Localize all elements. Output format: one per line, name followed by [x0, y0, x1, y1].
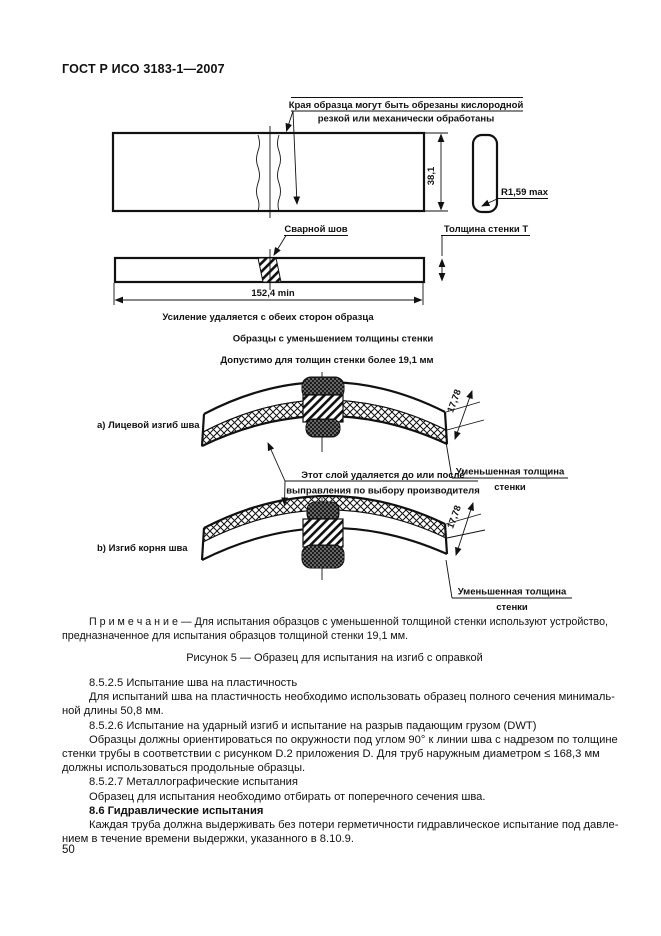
note-reinforcement: Усиление удаляется с обеих сторон образц…	[162, 312, 374, 323]
dimension-b: 17,78	[445, 504, 463, 530]
paragraph: Каждая труба должна выдерживать без поте…	[62, 818, 619, 846]
leader-arrow	[285, 110, 294, 132]
reduced-thickness-label-b-line2: стенки	[496, 602, 528, 613]
paragraph-line: Каждая труба должна выдерживать без поте…	[89, 819, 619, 832]
root-bend-figure: b) Изгиб корня шва 17,78 Уменьшенная тол…	[97, 494, 572, 613]
callout-cut-edges-line2: резкой или механически обработаны	[318, 114, 495, 125]
length-dimension: 152,4 min	[113, 283, 424, 305]
dimension-line-b	[455, 502, 474, 556]
figure-5-drawing: Края образца могут быть обрезаны кислоро…	[97, 97, 572, 613]
note-allowed-thickness: Допустимо для толщин стенки более 19,1 м…	[220, 355, 433, 366]
layer-note-line1: Этот слой удаляется до или после	[301, 470, 464, 481]
wall-thickness-label: Толщина стенки Т	[444, 224, 529, 235]
paragraph-line: стенки трубы в соответствии с рисунком D…	[62, 748, 600, 761]
break-line	[277, 134, 281, 212]
page-number: 50	[62, 844, 75, 856]
radius-label: R1,59 max	[501, 187, 549, 198]
dimension-length: 152,4 min	[251, 288, 294, 299]
specimen-side-view: Сварной шов Толщина стенки Т	[113, 224, 530, 290]
page-title: ГОСТ Р ИСО 3183-1—2007	[62, 62, 225, 76]
paragraph-line: Образец для испытания необходимо отбират…	[89, 790, 486, 803]
dimension-line-a	[454, 390, 473, 440]
paragraph-line: ной длины 50,8 мм.	[62, 705, 164, 718]
paragraph: 8.5.2.6 Испытание на ударный изгиб и исп…	[62, 719, 607, 733]
specimen-plan-view: 38,1	[111, 126, 448, 218]
paragraph-line: Образцы должны ориентироваться по окружн…	[89, 733, 618, 746]
paragraph: П р и м е ч а н и е — Для испытания обра…	[62, 616, 609, 643]
paragraph-line: 8.6 Гидравлические испытания	[89, 804, 264, 817]
paragraph-line: Для испытаний шва на пластичность необхо…	[89, 691, 615, 704]
layer-note-line2: выправления по выбору производителя	[286, 486, 480, 497]
callout-cut-edges: Края образца могут быть обрезаны кислоро…	[285, 97, 524, 205]
weld-cap-bottom	[301, 544, 345, 569]
paragraph: 8.6 Гидравлические испытания	[62, 804, 607, 818]
weld-seam-label: Сварной шов	[284, 224, 347, 235]
callout-cut-edges-line1: Края образца могут быть обрезаны кислоро…	[289, 100, 524, 111]
paragraph-line: П р и м е ч а н и е — Для испытания обра…	[89, 616, 609, 628]
weld-body	[302, 518, 344, 548]
leader-arrow	[292, 110, 301, 205]
root-bend-label: b) Изгиб корня шва	[97, 543, 188, 554]
reduced-thickness-label-a-line1: Уменьшенная толщина	[456, 467, 565, 478]
dimension-a: 17,78	[445, 388, 463, 414]
weld-hatch	[257, 257, 282, 283]
leader-arrow	[267, 442, 286, 482]
paragraph-line: нием в течение времени выдержки, указанн…	[62, 833, 354, 846]
break-line	[256, 134, 260, 212]
face-bend-figure: а) Лицевой изгиб шва 17,78 Уменьшенная т…	[97, 372, 568, 493]
paragraph: 8.5.2.7 Металлографические испытания	[62, 775, 607, 789]
specimen-edge-section: R1,59 max	[471, 133, 549, 214]
paragraph-line: 8.5.2.7 Металлографические испытания	[89, 776, 298, 789]
paragraph: Образцы должны ориентироваться по окружн…	[62, 733, 618, 776]
paragraph-line: должны использоваться продольные образцы…	[62, 762, 306, 775]
paragraph: Для испытаний шва на пластичность необхо…	[62, 690, 615, 718]
reduced-thickness-label-b-line1: Уменьшенная толщина	[458, 587, 567, 598]
paragraph-line: 8.5.2.6 Испытание на ударный изгиб и исп…	[89, 719, 537, 732]
text-block: П р и м е ч а н и е — Для испытания обра…	[62, 616, 619, 846]
note-reduced-specimens: Образцы с уменьшением толщины стенки	[233, 334, 434, 345]
dimension-width: 38,1	[426, 166, 437, 185]
paragraph: Образец для испытания необходимо отбират…	[62, 790, 607, 804]
figure-caption: Рисунок 5 — Образец для испытания на изг…	[186, 652, 483, 664]
face-bend-label: а) Лицевой изгиб шва	[97, 420, 200, 431]
weld-body	[302, 394, 344, 423]
leader-arrow	[481, 198, 499, 207]
figure-note: П р и м е ч а н и е — Для испытания обра…	[62, 616, 609, 643]
paragraph-line: предназначенное для испытания образцов т…	[62, 629, 409, 642]
leader-arrow	[273, 235, 287, 256]
paragraph-line: 8.5.2.5 Испытание шва на пластичность	[89, 677, 298, 689]
reduced-thickness-label-a-line2: стенки	[494, 482, 526, 493]
paragraph: 8.5.2.5 Испытание шва на пластичность	[62, 676, 607, 690]
weld-cap-bottom	[305, 418, 341, 438]
